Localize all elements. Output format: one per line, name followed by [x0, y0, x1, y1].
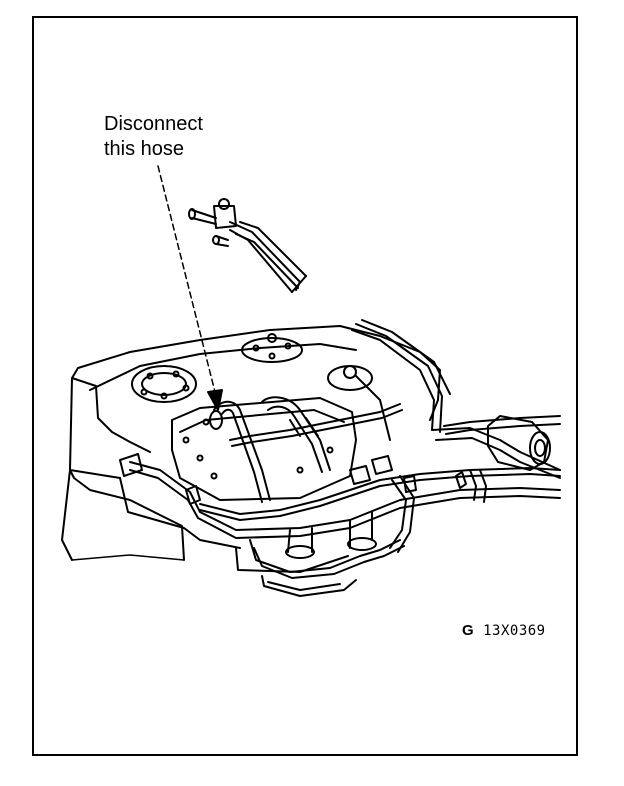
- callout-line-1: Disconnect: [104, 113, 203, 135]
- detached-hose-detail: [188, 198, 307, 293]
- callout-line-2: this hose: [104, 138, 185, 160]
- figure-code: G 13X0369: [462, 622, 546, 639]
- fuel-tank: [61, 325, 441, 573]
- target-hose: [209, 400, 271, 503]
- diagram-frame: [32, 16, 578, 756]
- fuel-line-bundle: [229, 319, 451, 473]
- charcoal-canister: [431, 415, 561, 503]
- figure-code-prefix: G: [462, 622, 475, 639]
- figure-code-number: 13X0369: [483, 623, 546, 639]
- underside-pipes: [119, 453, 561, 597]
- callout-label: Disconnect this hose: [104, 112, 203, 162]
